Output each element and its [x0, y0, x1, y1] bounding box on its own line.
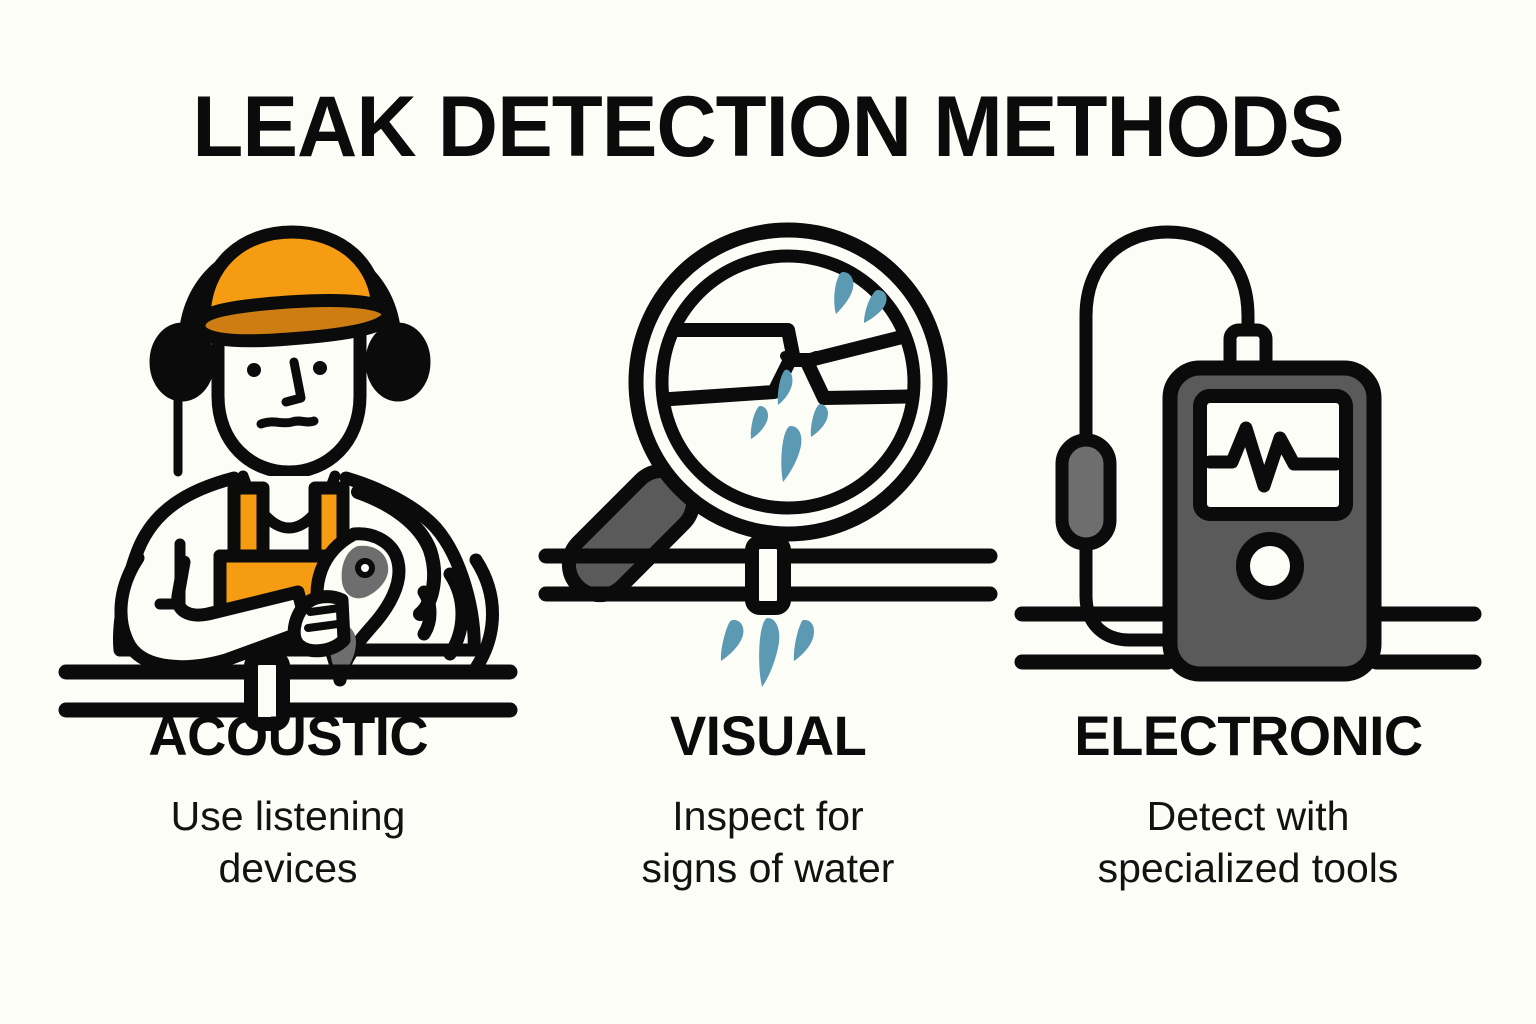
method-card-electronic: ELECTRONIC Detect with specialized tools — [1014, 210, 1482, 895]
water-droplets-below-pipe — [720, 618, 815, 687]
pipe — [538, 535, 998, 615]
caption-line-2: signs of water — [641, 845, 895, 892]
method-caption-visual: Inspect for signs of water — [642, 790, 895, 895]
method-caption-acoustic: Use listening devices — [171, 790, 406, 895]
caption-line-1: Inspect for — [672, 793, 864, 839]
electronic-leak-detector-icon — [1014, 210, 1482, 700]
method-card-visual: VISUAL Inspect for signs of water — [538, 210, 998, 895]
method-caption-electronic: Detect with specialized tools — [1098, 790, 1399, 895]
method-heading-acoustic: ACOUSTIC — [148, 704, 428, 767]
caption-line-1: Detect with — [1146, 793, 1350, 839]
method-card-acoustic: ACOUSTIC Use listening devices — [58, 210, 518, 895]
magnifying-glass-over-leaking-pipe-icon — [538, 210, 998, 700]
water-droplets-in-lens — [750, 272, 887, 482]
caption-line-2: specialized tools — [1097, 845, 1399, 892]
page-title: LEAK DETECTION METHODS — [192, 79, 1344, 175]
pipe — [1014, 606, 1482, 670]
pipe — [58, 651, 518, 731]
worker-with-listening-device-icon — [58, 210, 518, 731]
methods-row: ACOUSTIC Use listening devices — [0, 210, 1536, 950]
method-heading-visual: VISUAL — [669, 704, 867, 767]
caption-line-1: Use listening — [170, 793, 406, 839]
method-heading-electronic: ELECTRONIC — [1073, 704, 1423, 767]
caption-line-2: devices — [218, 845, 358, 892]
